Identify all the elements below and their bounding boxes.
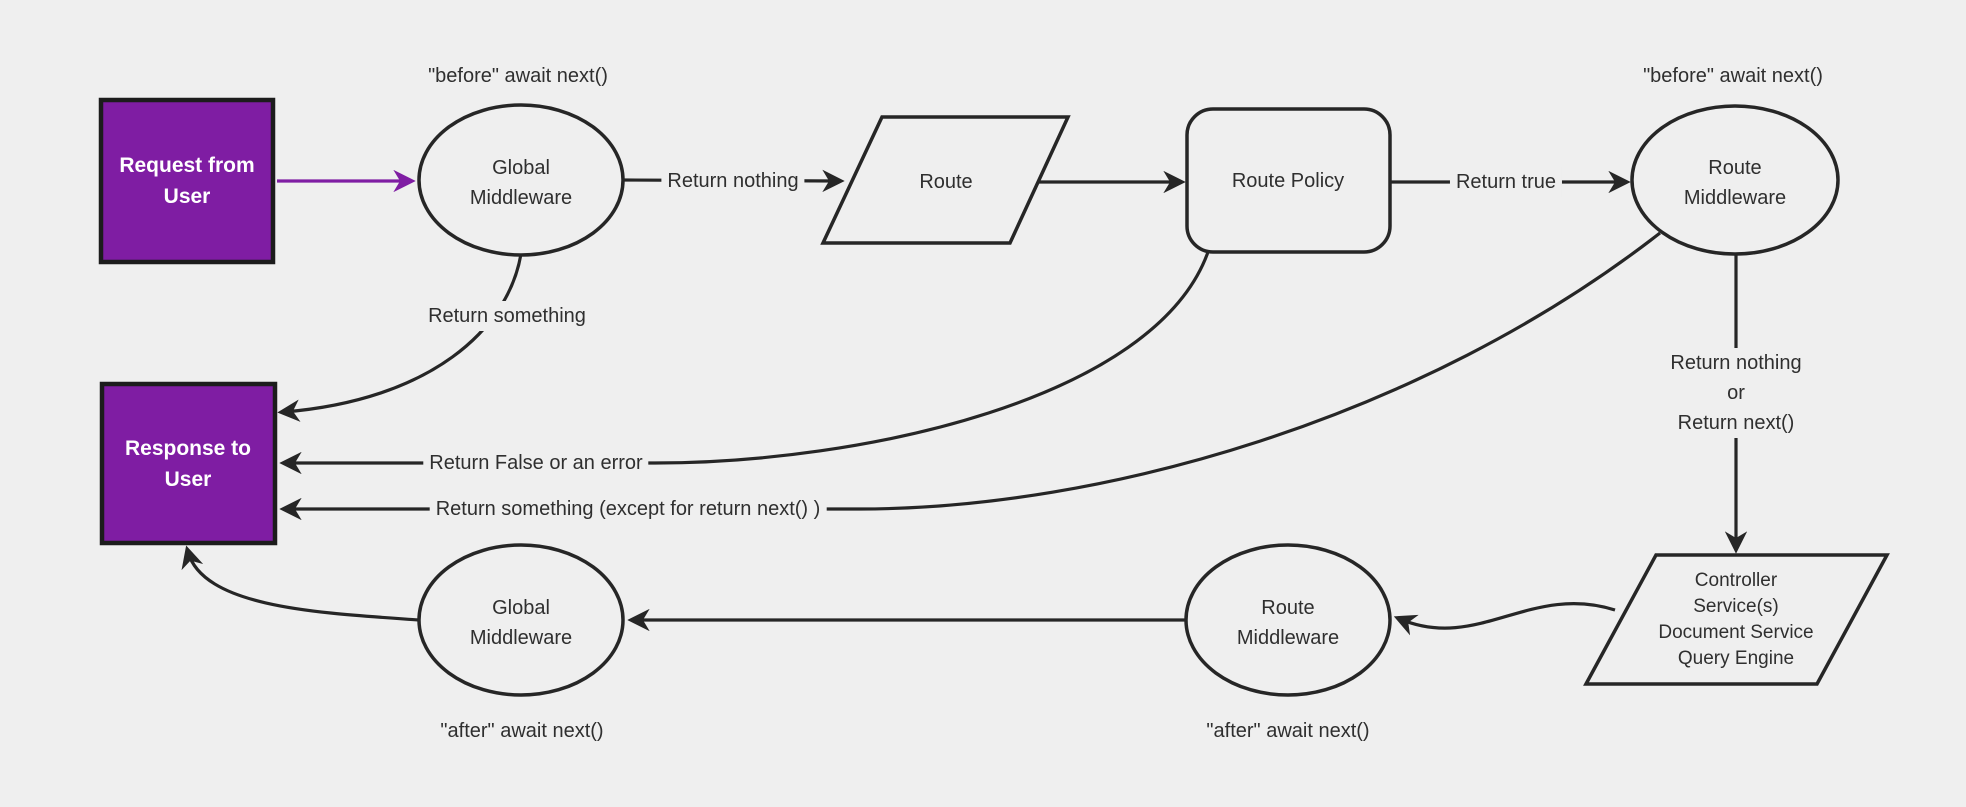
route-middleware-top-label: Route Middleware [1683, 157, 1787, 209]
route-middleware-bottom-ellipse [1184, 543, 1392, 697]
request-from-user-label: Request from User [119, 154, 255, 208]
response-to-user-label: Response to User [124, 437, 252, 491]
return-something-label: Return something [422, 301, 592, 331]
edge-route-middleware-return-something-except [279, 231, 1661, 521]
request-from-user-box [98, 97, 276, 265]
global-middleware-bottom-ellipse [417, 543, 625, 697]
return-nothing-or-next-label: Return nothing or Return next() [1664, 348, 1808, 438]
return-something-except-label: Return something (except for return next… [429, 494, 827, 524]
route-policy-rect [1185, 107, 1392, 254]
before-await-next-route-label: "before" await next() [1643, 65, 1823, 87]
return-false-or-error-label: Return False or an error [423, 448, 649, 478]
controller-parallelogram [1583, 553, 1890, 686]
route-middleware-bottom-label: Route Middleware [1236, 597, 1340, 649]
global-middleware-top-ellipse [417, 103, 625, 257]
edge-controller-to-route-middleware-bottom [1393, 601, 1616, 636]
global-middleware-top-label: Global Middleware [469, 157, 573, 209]
return-nothing-label: Return nothing [661, 166, 805, 196]
after-await-next-global-label: "after" await next() [440, 720, 604, 742]
edge-global-middleware-return-something [277, 253, 523, 422]
controller-label: Controller Service(s) Document Service Q… [1658, 570, 1814, 669]
before-await-next-global-label: "before" await next() [428, 65, 608, 87]
after-await-next-route-label: "after" await next() [1206, 720, 1370, 742]
global-middleware-bottom-label: Global Middleware [469, 597, 573, 649]
route-middleware-top-ellipse [1630, 104, 1840, 256]
route-parallelogram [820, 115, 1071, 245]
response-to-user-box [99, 381, 278, 546]
route-label: Route [919, 171, 973, 193]
return-true-label: Return true [1449, 167, 1563, 197]
route-policy-label: Route Policy [1231, 170, 1345, 192]
edge-route-policy-return-false [279, 251, 1210, 475]
edge-global-middleware-bottom-to-response [181, 545, 420, 622]
